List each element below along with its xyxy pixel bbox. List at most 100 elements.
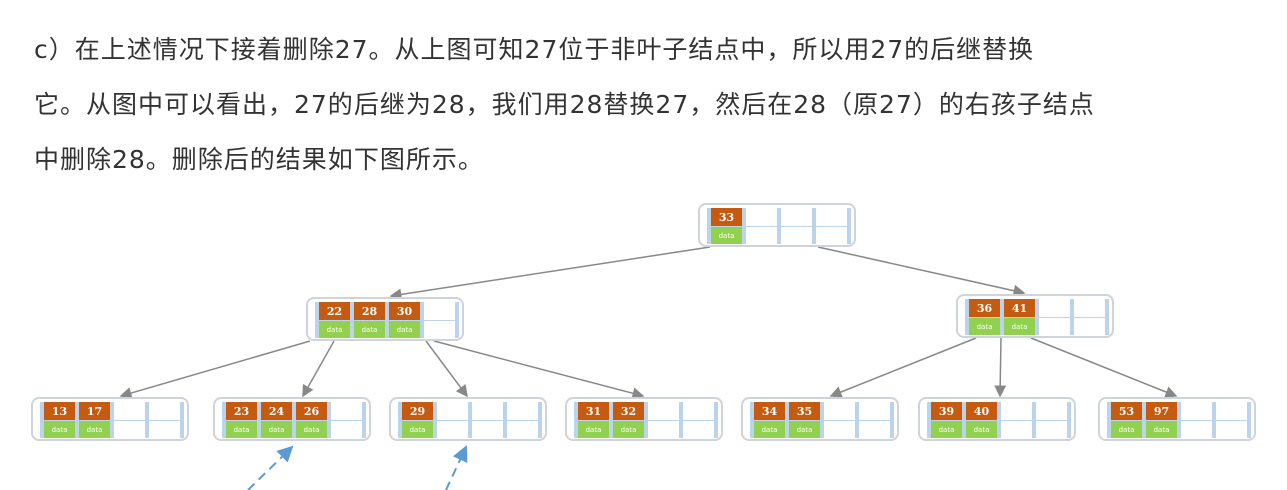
- node-key: 31: [578, 402, 609, 420]
- node-data: data: [1004, 318, 1035, 335]
- tree-edge: [994, 337, 1007, 398]
- empty-data-slot: [1181, 421, 1212, 438]
- empty-data-slot: [683, 421, 714, 438]
- empty-data-slot: [437, 421, 468, 438]
- node-data: data: [754, 421, 785, 438]
- node-key: 35: [789, 402, 820, 420]
- node-data: data: [711, 227, 742, 244]
- empty-data-slot: [114, 421, 145, 438]
- empty-data-slot: [781, 227, 812, 244]
- text-line: 中删除28。删除后的结果如下图所示。: [34, 145, 484, 174]
- empty-data-slot: [824, 421, 855, 438]
- empty-key-slot: [437, 402, 468, 420]
- node-key: 33: [711, 208, 742, 226]
- node-key: 26: [296, 402, 327, 420]
- node-key: 41: [1004, 299, 1035, 317]
- node-data: data: [354, 321, 385, 338]
- empty-data-slot: [331, 421, 362, 438]
- node-key: 22: [319, 302, 350, 320]
- tree-edge: [425, 340, 468, 398]
- tree-edge: [433, 340, 645, 400]
- empty-data-slot: [1074, 318, 1105, 335]
- empty-data-slot: [1039, 318, 1070, 335]
- empty-key-slot: [816, 208, 847, 226]
- empty-data-slot: [746, 227, 777, 244]
- empty-data-slot: [1216, 421, 1247, 438]
- empty-data-slot: [424, 321, 455, 338]
- paragraph: c）在上述情况下接着删除27。从上图可知27位于非叶子结点中，所以用27的后继替…: [34, 22, 1274, 187]
- node-key: 30: [389, 302, 420, 320]
- empty-key-slot: [149, 402, 180, 420]
- empty-key-slot: [1001, 402, 1032, 420]
- empty-data-slot: [1036, 421, 1067, 438]
- empty-data-slot: [859, 421, 890, 438]
- empty-data-slot: [648, 421, 679, 438]
- empty-key-slot: [824, 402, 855, 420]
- empty-key-slot: [114, 402, 145, 420]
- empty-key-slot: [507, 402, 538, 420]
- node-data: data: [296, 421, 327, 438]
- empty-key-slot: [781, 208, 812, 226]
- node-data: data: [966, 421, 997, 438]
- node-data: data: [613, 421, 644, 438]
- node-data: data: [789, 421, 820, 438]
- tree-edge: [817, 246, 1026, 297]
- node-data: data: [1146, 421, 1177, 438]
- node-data: data: [79, 421, 110, 438]
- node-key: 28: [354, 302, 385, 320]
- empty-key-slot: [859, 402, 890, 420]
- tree-edge: [389, 246, 711, 301]
- empty-key-slot: [472, 402, 503, 420]
- node-data: data: [969, 318, 1000, 335]
- node-data: data: [402, 421, 433, 438]
- node-key: 29: [402, 402, 433, 420]
- node-key: 13: [44, 402, 75, 420]
- pointer-arrow: [445, 445, 468, 490]
- tree-edge: [119, 340, 311, 399]
- text-line: c）在上述情况下接着删除27。从上图可知27位于非叶子结点中，所以用27的后继替…: [34, 35, 1035, 64]
- node-data: data: [931, 421, 962, 438]
- pointer-arrow: [247, 445, 294, 490]
- empty-key-slot: [1216, 402, 1247, 420]
- empty-key-slot: [424, 302, 455, 320]
- empty-key-slot: [1039, 299, 1070, 317]
- node-data: data: [578, 421, 609, 438]
- node-key: 34: [754, 402, 785, 420]
- tree-edge: [302, 340, 335, 398]
- node-key: 36: [969, 299, 1000, 317]
- empty-key-slot: [648, 402, 679, 420]
- node-data: data: [389, 321, 420, 338]
- empty-key-slot: [683, 402, 714, 420]
- tree-edge: [1030, 337, 1178, 398]
- node-data: data: [261, 421, 292, 438]
- text-line: 它。从图中可以看出，27的后继为28，我们用28替换27，然后在28（原27）的…: [34, 90, 1095, 119]
- node-key: 23: [226, 402, 257, 420]
- node-key: 97: [1146, 402, 1177, 420]
- empty-key-slot: [1181, 402, 1212, 420]
- node-data: data: [226, 421, 257, 438]
- node-key: 32: [613, 402, 644, 420]
- node-data: data: [319, 321, 350, 338]
- empty-data-slot: [507, 421, 538, 438]
- node-key: 40: [966, 402, 997, 420]
- empty-data-slot: [1001, 421, 1032, 438]
- empty-data-slot: [472, 421, 503, 438]
- node-data: data: [44, 421, 75, 438]
- tree-edge: [829, 337, 977, 398]
- empty-data-slot: [816, 227, 847, 244]
- node-key: 17: [79, 402, 110, 420]
- node-key: 53: [1111, 402, 1142, 420]
- node-data: data: [1111, 421, 1142, 438]
- node-key: 24: [261, 402, 292, 420]
